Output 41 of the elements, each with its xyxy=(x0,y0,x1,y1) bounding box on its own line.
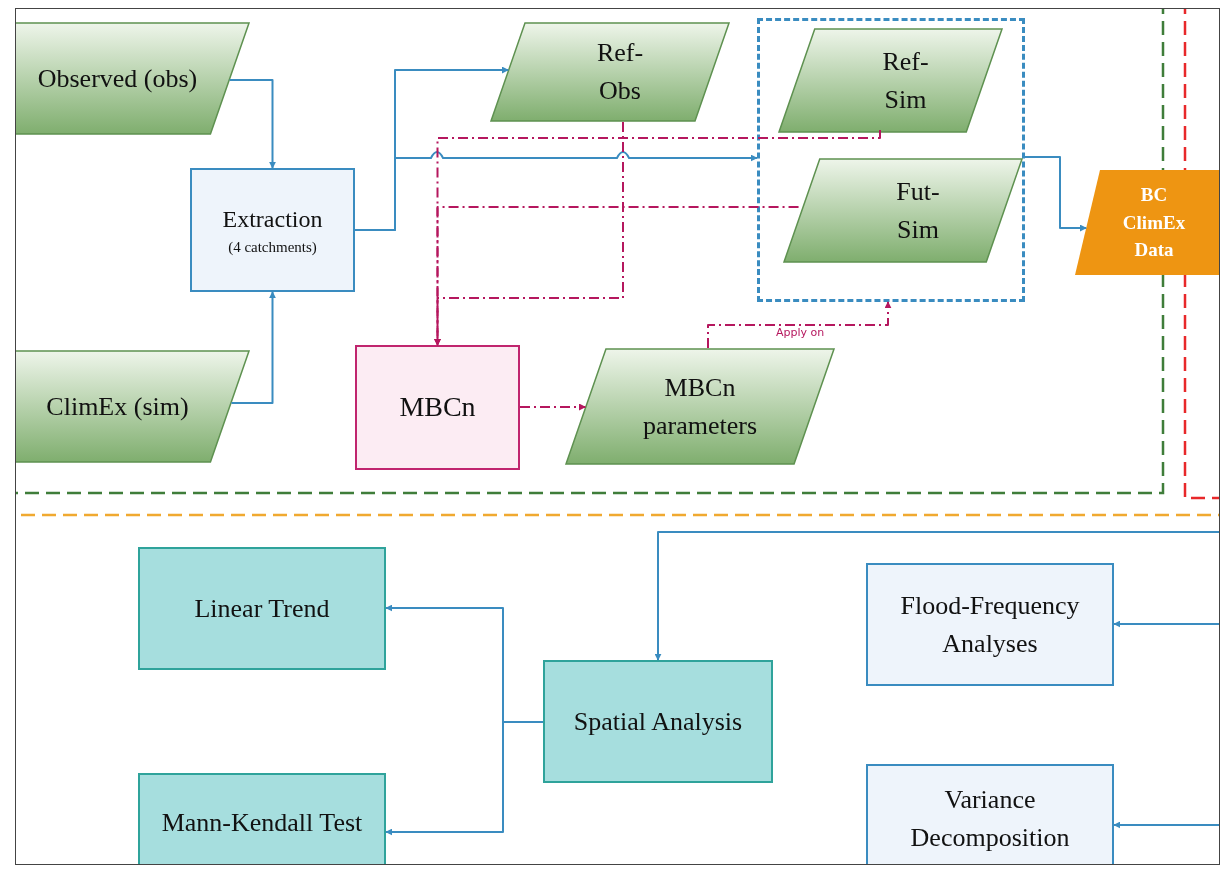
arrow xyxy=(1113,821,1219,829)
arrow xyxy=(1024,156,1088,232)
arrow xyxy=(707,301,892,349)
arrow xyxy=(385,721,544,836)
process-box xyxy=(866,563,1114,686)
data-parallelogram xyxy=(778,28,1003,133)
node-label: Ref- Obs xyxy=(595,37,645,107)
arrow xyxy=(434,121,624,346)
arrow xyxy=(654,531,1219,661)
node-label: ClimEx (sim) xyxy=(45,390,190,423)
node-label: MBCn xyxy=(398,390,477,425)
arrow xyxy=(230,291,276,404)
arrow xyxy=(228,79,276,169)
arrow xyxy=(1113,620,1219,628)
node-label: Extraction xyxy=(221,204,324,234)
node-label: Variance Decomposition xyxy=(909,784,1071,854)
process-box xyxy=(138,547,386,670)
process-box xyxy=(355,345,520,470)
node-label: Spatial Analysis xyxy=(572,705,744,738)
process-box xyxy=(866,764,1114,864)
process-box xyxy=(138,773,386,864)
node-label: Flood-Frequency Analyses xyxy=(899,589,1081,660)
node-label: Ref- Sim xyxy=(881,45,930,116)
node-label: (4 catchments) xyxy=(227,237,318,257)
node-label: Mann-Kendall Test xyxy=(160,807,364,840)
node-label: BC ClimEx Data xyxy=(1121,183,1187,263)
output-trapezoid xyxy=(1075,170,1219,275)
node-label: Observed (obs) xyxy=(36,62,199,95)
data-parallelogram xyxy=(16,22,250,135)
node-label: Fut- Sim xyxy=(895,175,941,246)
process-box xyxy=(543,660,773,783)
node-label: Linear Trend xyxy=(193,592,331,625)
data-parallelogram xyxy=(565,348,835,465)
arrow xyxy=(519,403,587,411)
arrow xyxy=(434,206,800,346)
process-box xyxy=(190,168,355,292)
dashed-group-box xyxy=(757,18,1025,302)
data-parallelogram xyxy=(783,158,1023,263)
node-label: MBCn parameters xyxy=(641,371,758,442)
data-parallelogram xyxy=(16,350,250,463)
data-parallelogram xyxy=(490,22,730,122)
